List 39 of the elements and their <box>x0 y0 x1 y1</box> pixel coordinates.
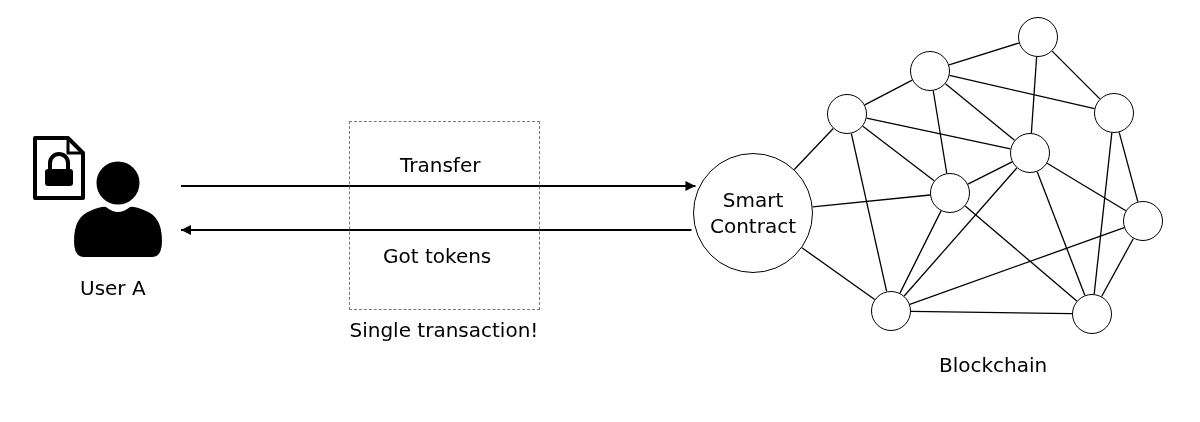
connection-line <box>812 194 931 208</box>
connection-line <box>932 90 948 174</box>
connection-line <box>862 125 935 182</box>
network-node-circle <box>910 51 950 91</box>
connection-line <box>1036 171 1086 296</box>
frame-caption: Single transaction! <box>349 318 539 342</box>
connection-line <box>910 310 1073 315</box>
connection-line <box>964 205 1078 302</box>
connection-line <box>865 117 1012 150</box>
connection-line <box>793 127 834 171</box>
connection-line <box>1046 162 1127 212</box>
network-node-circle <box>1094 93 1134 133</box>
connection-line <box>1118 131 1139 203</box>
user-label: User A <box>80 276 146 300</box>
connection-line <box>909 227 1125 305</box>
arrow <box>180 181 697 191</box>
connection-line <box>948 42 1020 66</box>
network-node-circle <box>1018 17 1058 57</box>
arrow <box>180 225 693 235</box>
connection-line <box>801 247 876 301</box>
connection-line <box>967 161 1013 185</box>
connection-line <box>899 210 942 294</box>
connection-line <box>1051 50 1101 100</box>
connection-line <box>1100 237 1135 298</box>
network-node-circle <box>930 173 970 213</box>
connection-line <box>850 132 888 293</box>
node-label: Smart Contract <box>708 187 797 239</box>
connection-line <box>1093 132 1113 295</box>
network-node-circle <box>827 94 867 134</box>
connection-line <box>944 83 1016 141</box>
network-node-circle <box>1010 133 1050 173</box>
connection-line <box>948 74 1096 110</box>
network-node-circle <box>1072 294 1112 334</box>
network-caption: Blockchain <box>939 353 1048 377</box>
connection-line <box>903 167 1018 297</box>
connection-line <box>1030 56 1038 134</box>
network-node-circle <box>1123 201 1163 241</box>
connection-line <box>864 79 913 106</box>
network-node-circle <box>871 291 911 331</box>
